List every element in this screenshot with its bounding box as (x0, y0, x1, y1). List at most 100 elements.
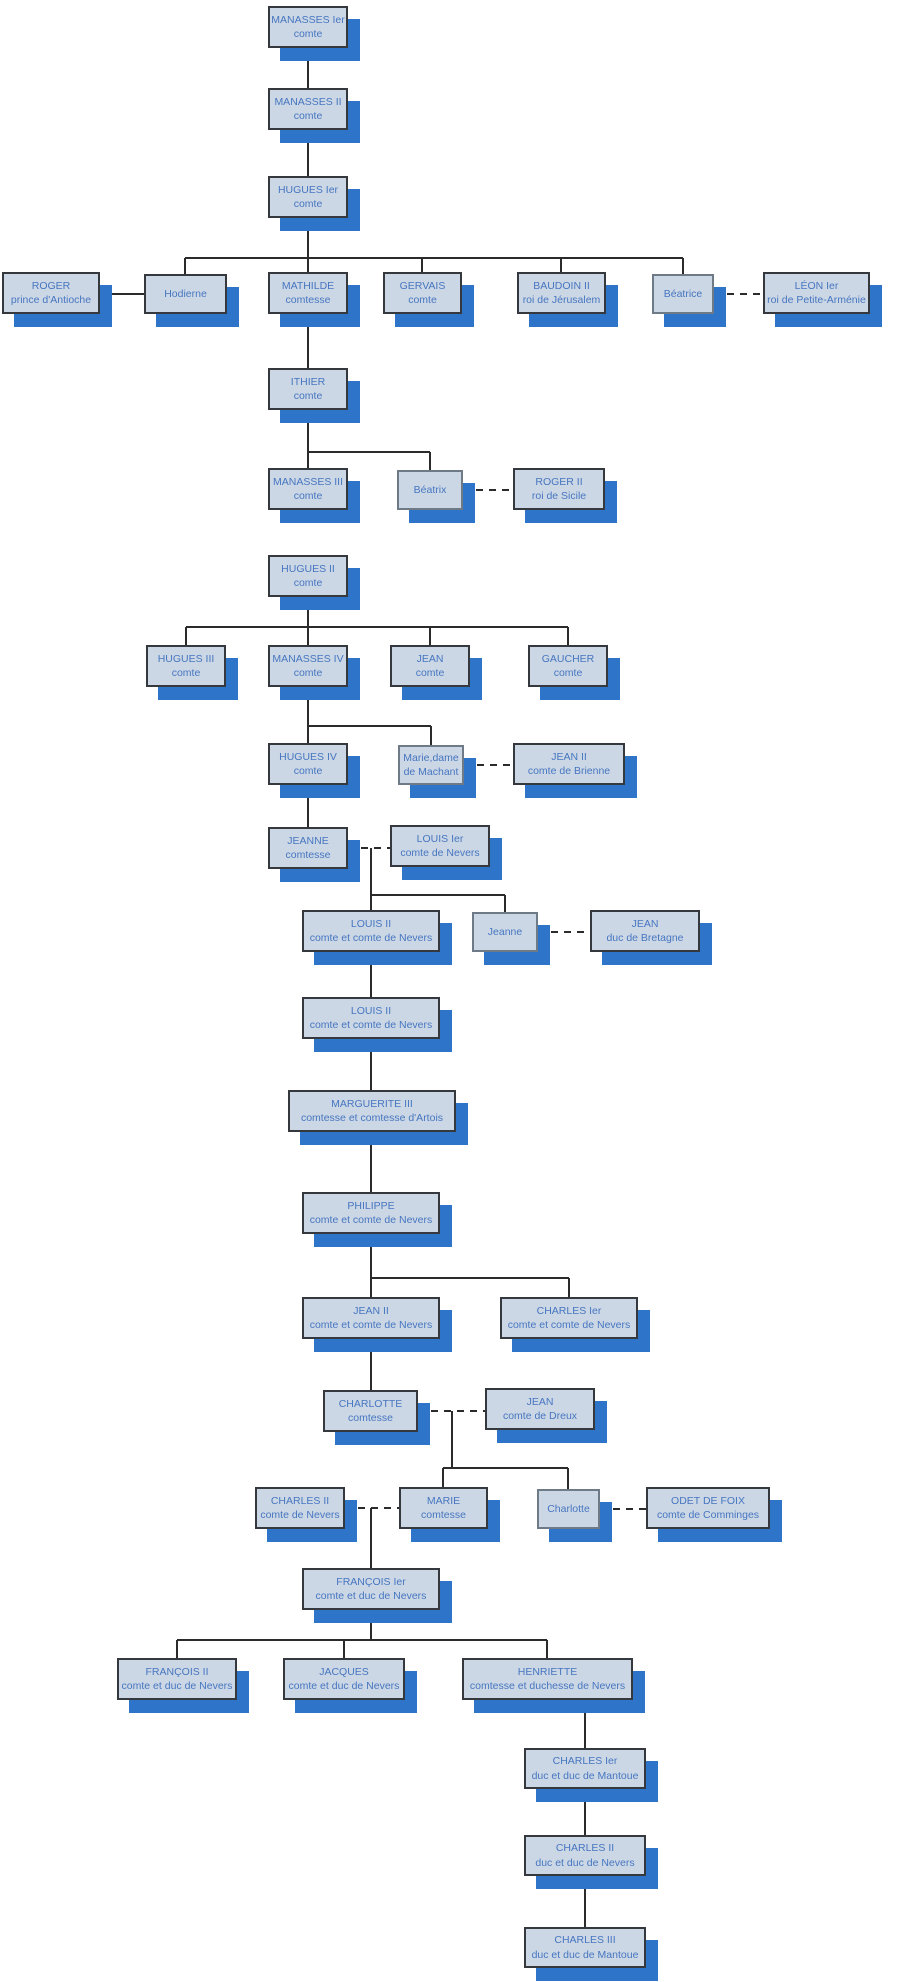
connector-line-vertical (307, 452, 309, 468)
node-title: duc de Bretagne (606, 932, 684, 944)
connector-line-vertical (370, 848, 372, 895)
connector-line-vertical (429, 452, 431, 470)
node-name: HENRIETTE (517, 1665, 578, 1678)
node-name: JEAN (416, 652, 444, 665)
node-name: JACQUES (319, 1665, 369, 1678)
node-name: MATHILDE (281, 279, 335, 292)
node-title: duc et duc de Mantoue (531, 1948, 639, 1961)
node-title: comte (293, 667, 323, 679)
tree-node-hodierne: Hodierne (144, 274, 227, 314)
connector-line-vertical (307, 48, 309, 88)
node-title: comte (415, 667, 445, 679)
connector-line-vertical (370, 1508, 372, 1568)
node-name: MANASSES II (274, 95, 342, 108)
node-title: de Machant (403, 766, 459, 778)
node-title: comtesse (348, 1412, 393, 1424)
connector-line-horizontal (177, 1639, 547, 1641)
node-name: Hodierne (164, 287, 207, 300)
marriage-dashed-line (463, 489, 513, 491)
node-name: Béatrix (413, 483, 447, 496)
node-name: GERVAIS (399, 279, 446, 292)
connector-line-vertical (307, 218, 309, 258)
connector-line-vertical (451, 1411, 453, 1468)
node-name: FRANÇOIS Ier (336, 1575, 406, 1588)
marriage-dashed-line (464, 764, 513, 766)
tree-node-roger: ROGER prince d'Antioche (2, 272, 100, 314)
node-title: comte et comte de Nevers (309, 1319, 433, 1331)
node-name: HUGUES IV (279, 750, 337, 763)
node-title: comtesse et comtesse d'Artois (300, 1112, 444, 1124)
node-title: comte (293, 490, 323, 502)
node-name: PHILIPPE (347, 1199, 395, 1212)
node-name: GAUCHER (541, 652, 595, 665)
connector-line-vertical (185, 627, 187, 645)
node-name: ROGER (31, 279, 71, 292)
connector-line-vertical (560, 258, 562, 272)
node-title: prince d'Antioche (10, 294, 92, 306)
marriage-dashed-line (538, 931, 590, 933)
marriage-dashed-line (348, 847, 390, 849)
connector-line-vertical (184, 258, 186, 274)
node-name: CHARLES Ier (536, 1304, 602, 1317)
tree-node-beatrix: Béatrix (397, 470, 463, 510)
node-name: FRANÇOIS II (145, 1665, 209, 1678)
connector-line-vertical (370, 1132, 372, 1192)
tree-node-jean-comte: JEAN comte (390, 645, 470, 687)
connector-line-vertical (584, 1789, 586, 1835)
connector-line-vertical (567, 1468, 569, 1489)
connector-line-horizontal (100, 293, 144, 295)
node-name: Charlotte (547, 1502, 590, 1515)
connector-line-vertical (307, 597, 309, 627)
connector-line-vertical (568, 1278, 570, 1297)
marriage-dashed-line (345, 1507, 399, 1509)
node-title: comte et comte de Nevers (309, 1019, 433, 1031)
node-name: Jeanne (487, 925, 523, 938)
connector-line-vertical (176, 1640, 178, 1658)
node-name: LOUIS II (350, 917, 392, 930)
node-name: MANASSES Ier (271, 13, 345, 26)
node-title: comte de Brienne (527, 765, 611, 777)
connector-line-vertical (307, 314, 309, 368)
connector-line-vertical (370, 1234, 372, 1278)
node-title: comte (293, 110, 323, 122)
node-title: comte (293, 198, 323, 210)
marriage-dashed-line (600, 1508, 646, 1510)
connector-line-vertical (546, 1640, 548, 1658)
connector-line-vertical (307, 726, 309, 743)
node-name: CHARLOTTE (338, 1397, 403, 1410)
node-title: comte (293, 577, 323, 589)
marriage-dashed-line (714, 293, 763, 295)
tree-node-louis-2-b: LOUIS II comte et comte de Nevers (302, 997, 440, 1039)
node-name: MARGUERITE III (331, 1097, 413, 1110)
node-title: comte et comte de Nevers (507, 1319, 631, 1331)
connector-line-horizontal (308, 451, 430, 453)
node-name: Marie,dame (403, 751, 459, 764)
node-name: ROGER II (535, 475, 583, 488)
node-name: LOUIS II (350, 1004, 392, 1017)
connector-line-vertical (584, 1876, 586, 1927)
node-name: Béatrice (663, 287, 703, 300)
node-title: roi de Jérusalem (522, 294, 601, 306)
node-name: CHARLES II (270, 1494, 330, 1507)
connector-line-vertical (307, 130, 309, 176)
node-name: MANASSES III (272, 475, 344, 488)
node-name: LÉON Ier (794, 279, 839, 292)
